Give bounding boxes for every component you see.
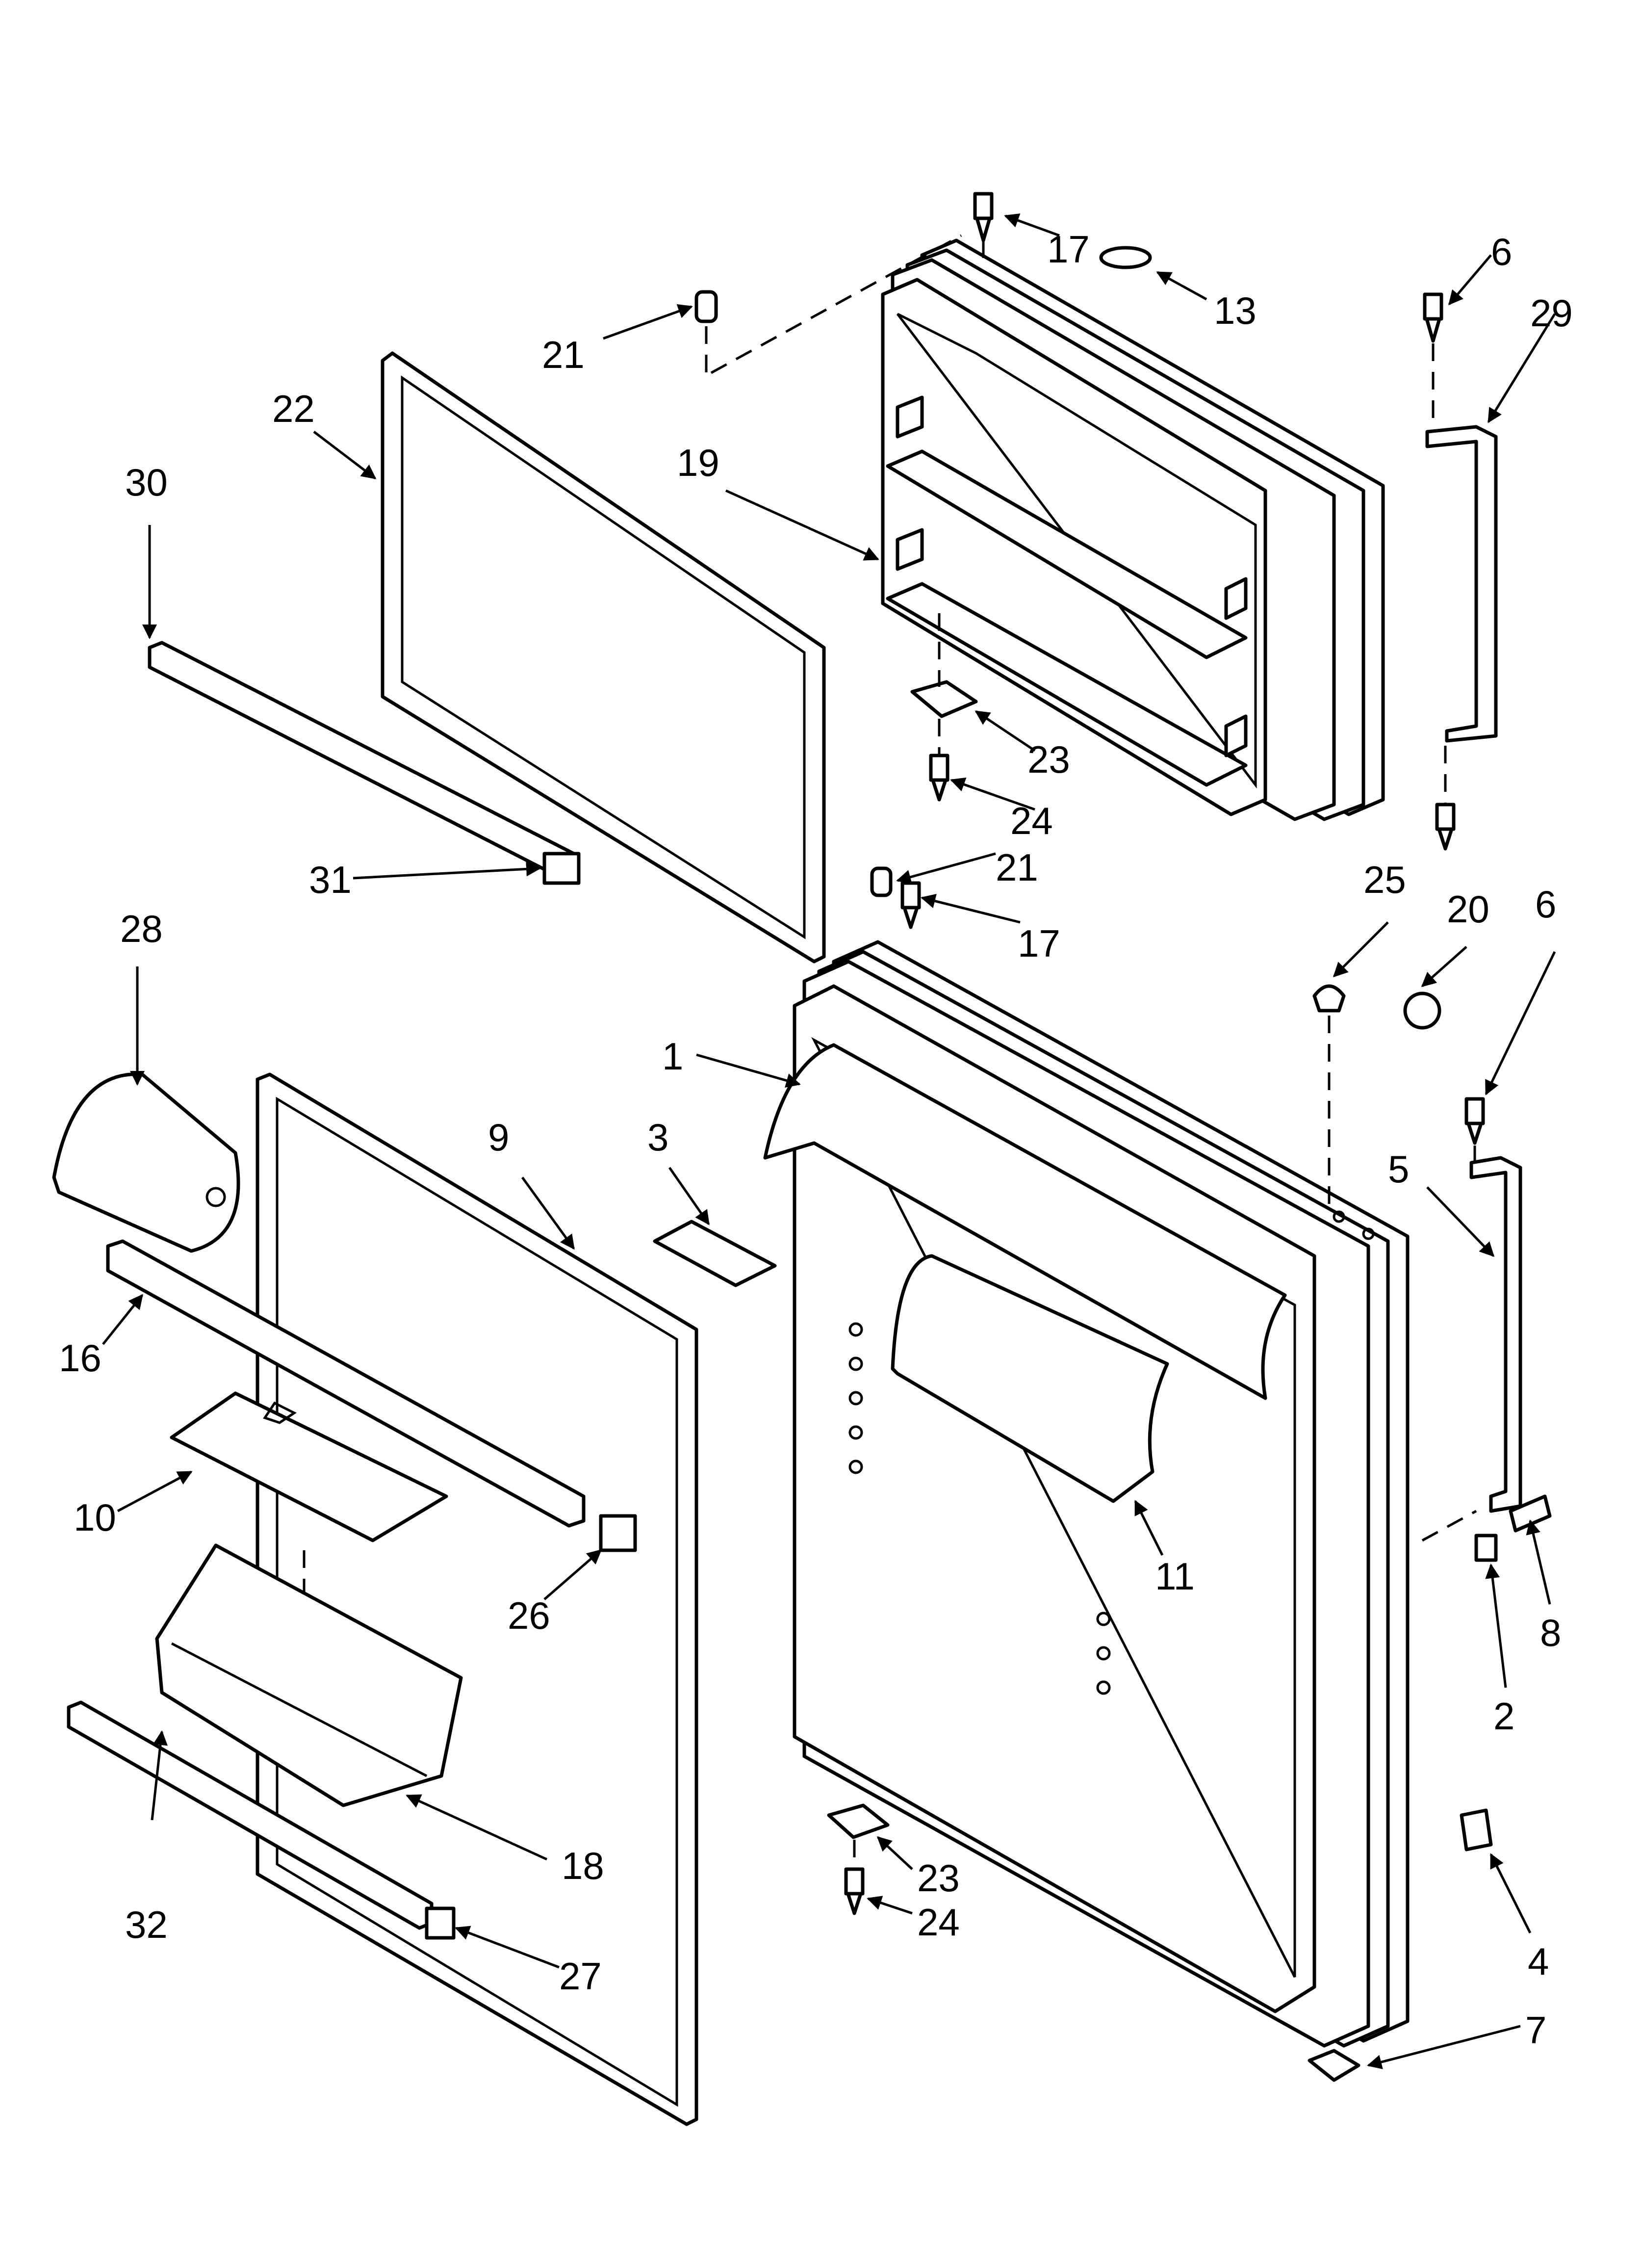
door-plug-button [1312, 984, 1346, 1013]
door-bin [155, 1543, 463, 1807]
callout-23-lower: 23 [917, 1856, 960, 1900]
handle-screw-middle [1464, 1097, 1485, 1145]
door-closer-bracket [1460, 1808, 1493, 1851]
handle-spacer [1474, 1534, 1498, 1562]
freezer-door-gasket [381, 351, 826, 964]
handle-screw-lower [1435, 803, 1456, 851]
callout-24-lower: 24 [917, 1901, 960, 1944]
handle-screw-upper [1423, 292, 1443, 343]
refrigerator-door-pin [870, 866, 893, 897]
refrigerator-breaker-strip [106, 1239, 586, 1528]
freezer-door-plug-button [1099, 246, 1152, 269]
refrigerator-strip-clip [599, 1514, 637, 1552]
callout-29: 29 [1530, 291, 1573, 335]
door-shelf [170, 1391, 448, 1542]
upper-hinge-screw [929, 754, 949, 802]
callout-4: 4 [1528, 1940, 1549, 1983]
freezer-door-handle [1425, 425, 1498, 743]
callout-3: 3 [647, 1116, 668, 1159]
callout-9: 9 [488, 1116, 509, 1159]
callout-24: 24 [1010, 799, 1053, 842]
callout-30: 30 [125, 461, 168, 504]
callout-27: 27 [559, 1955, 602, 1998]
refrigerator-hinge-screw [900, 881, 921, 929]
callout-1: 1 [662, 1035, 683, 1078]
callout-2: 2 [1493, 1694, 1514, 1738]
handle-mounting-screw [1509, 1494, 1552, 1533]
callout-32: 32 [125, 1903, 168, 1946]
callout-8: 8 [1540, 1611, 1561, 1654]
callout-23: 23 [1027, 738, 1070, 781]
callout-5: 5 [1388, 1147, 1409, 1191]
freezer-door-pin [694, 290, 718, 323]
refrigerator-door-handle [1469, 1156, 1522, 1513]
callout-16: 16 [59, 1336, 102, 1380]
callout-25: 25 [1363, 858, 1406, 901]
door-dairy-compartment [891, 1254, 1169, 1503]
door-liner-holes [848, 1210, 1375, 1695]
door-stop [1403, 991, 1441, 1030]
callout-26: 26 [508, 1594, 550, 1637]
lower-hinge-bracket [827, 1803, 890, 1839]
callout-10: 10 [74, 1496, 116, 1539]
freezer-strip-clip [542, 852, 581, 885]
callout-6-lower: 6 [1535, 883, 1556, 926]
callout-13: 13 [1214, 289, 1257, 332]
callout-31: 31 [309, 858, 352, 901]
refrigerator-door-gasket [256, 1072, 698, 2126]
lower-hinge-cover [1308, 2049, 1360, 2082]
dairy-door [52, 1072, 240, 1253]
upper-hinge-bracket [910, 680, 978, 718]
callout-6: 6 [1491, 230, 1512, 273]
butter-compartment-insert [653, 1220, 777, 1287]
callout-7: 7 [1525, 2008, 1546, 2052]
callout-18: 18 [562, 1844, 604, 1887]
freezer-hinge-screw [973, 192, 994, 242]
callout-labels: 17 13 6 29 21 22 30 19 23 24 21 31 17 25… [59, 228, 1573, 2052]
callout-22: 22 [272, 387, 315, 430]
callout-21: 21 [542, 333, 585, 376]
lower-strip-clip [425, 1906, 456, 1940]
freezer-door-liner [881, 238, 1385, 821]
door-top-shelf [763, 1043, 1287, 1400]
callout-19: 19 [677, 441, 719, 484]
leader-lines [102, 213, 1556, 2069]
callout-11: 11 [1155, 1555, 1195, 1598]
callout-28: 28 [120, 907, 163, 950]
lower-hinge-screw [844, 1867, 865, 1915]
callout-20: 20 [1447, 887, 1489, 931]
callout-17: 17 [1047, 228, 1090, 271]
callout-17-lower: 17 [1018, 922, 1060, 965]
callout-21-lower: 21 [996, 846, 1038, 889]
